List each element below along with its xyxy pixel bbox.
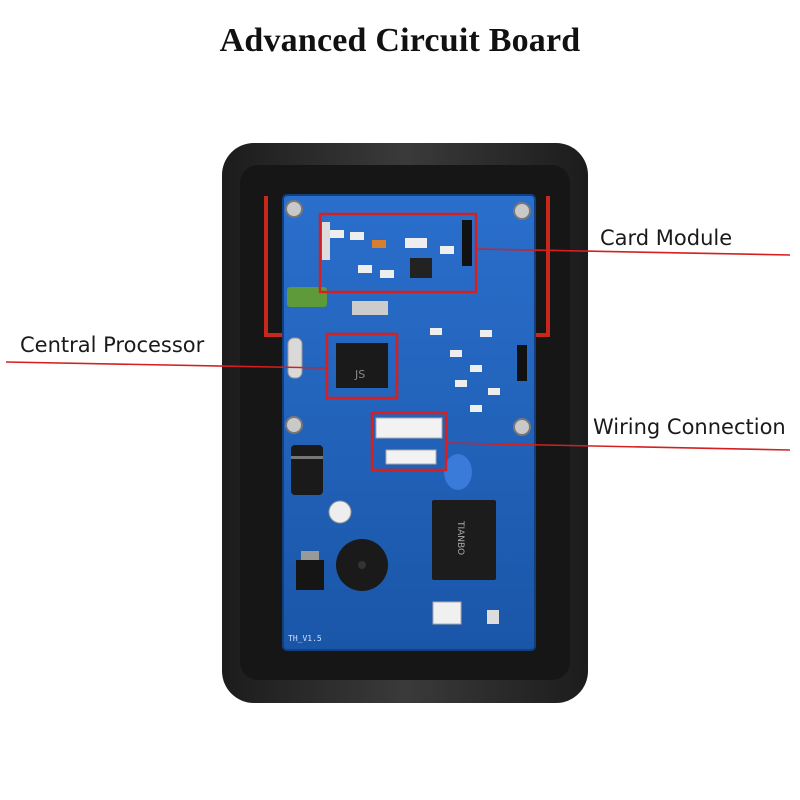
green-capacitor [287,287,327,307]
crystal-oscillator [287,337,303,379]
voltage-regulator [296,560,324,590]
wiring-leader-line [445,442,791,451]
cpu-highlight [325,332,399,400]
blue-ceramic-capacitor [444,454,472,490]
wiring-connector-top [375,417,443,439]
cpu-leader-line [5,361,328,369]
electrolytic-capacitor [291,445,323,495]
relay-marking: TIANBO [455,520,465,555]
chip-marking: JS [354,368,365,381]
jumper-header [517,345,527,381]
screw-icon [285,200,531,436]
wiring-highlight [370,411,448,472]
cpu-chip [336,343,388,388]
relay [432,500,496,580]
card-module-highlight [318,212,478,294]
wiring-connection-label: Wiring Connection [593,415,786,439]
card-module-leader-line [475,248,791,256]
central-processor-label: Central Processor [20,333,205,357]
page-title: Advanced Circuit Board [219,22,581,59]
card-module-label: Card Module [600,226,733,250]
board-version-label: TH_V1.5 [288,634,322,643]
small-capacitor [328,500,352,524]
card-module-components [322,220,472,278]
bottom-chip [432,601,462,625]
wiring-connector-bottom [385,449,437,465]
